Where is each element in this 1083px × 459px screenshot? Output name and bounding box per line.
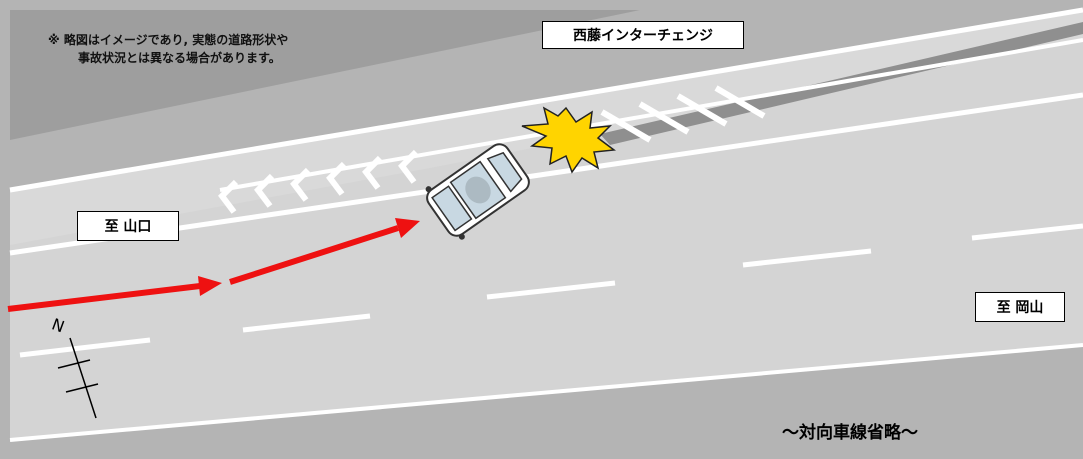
disclaimer-line-1: ※ 略図はイメージであり, 実態の道路形状や (48, 33, 289, 47)
interchange-label: 西藤インターチェンジ (542, 21, 744, 49)
direction-label-yamaguchi: 至 山口 (77, 211, 179, 241)
impact-burst-icon (521, 106, 616, 174)
red-arrow-icon (395, 218, 420, 238)
compass (57, 337, 99, 419)
direction-label-okayama: 至 岡山 (975, 292, 1065, 322)
disclaimer-note: ※ 略図はイメージであり, 実態の道路形状や 事故状況とは異なる場合があります。 (48, 31, 288, 67)
lane-dashes (19, 223, 1083, 358)
direction-arrows (7, 218, 420, 312)
disclaimer-line-2: 事故状況とは異なる場合があります。 (78, 51, 281, 65)
gore-upper-line (219, 38, 1083, 192)
main-road (10, 10, 1083, 440)
oncoming-lane-omitted-label: ～対向車線省略～ (782, 423, 918, 443)
upper-embankment (10, 10, 640, 140)
road-edge-bottom (9, 343, 1083, 442)
gore-lower-line (9, 92, 1083, 256)
car-icon (425, 143, 530, 240)
road-edge-top (9, 7, 1083, 193)
zebra-chevrons (218, 85, 766, 214)
red-arrow-icon (198, 276, 222, 296)
